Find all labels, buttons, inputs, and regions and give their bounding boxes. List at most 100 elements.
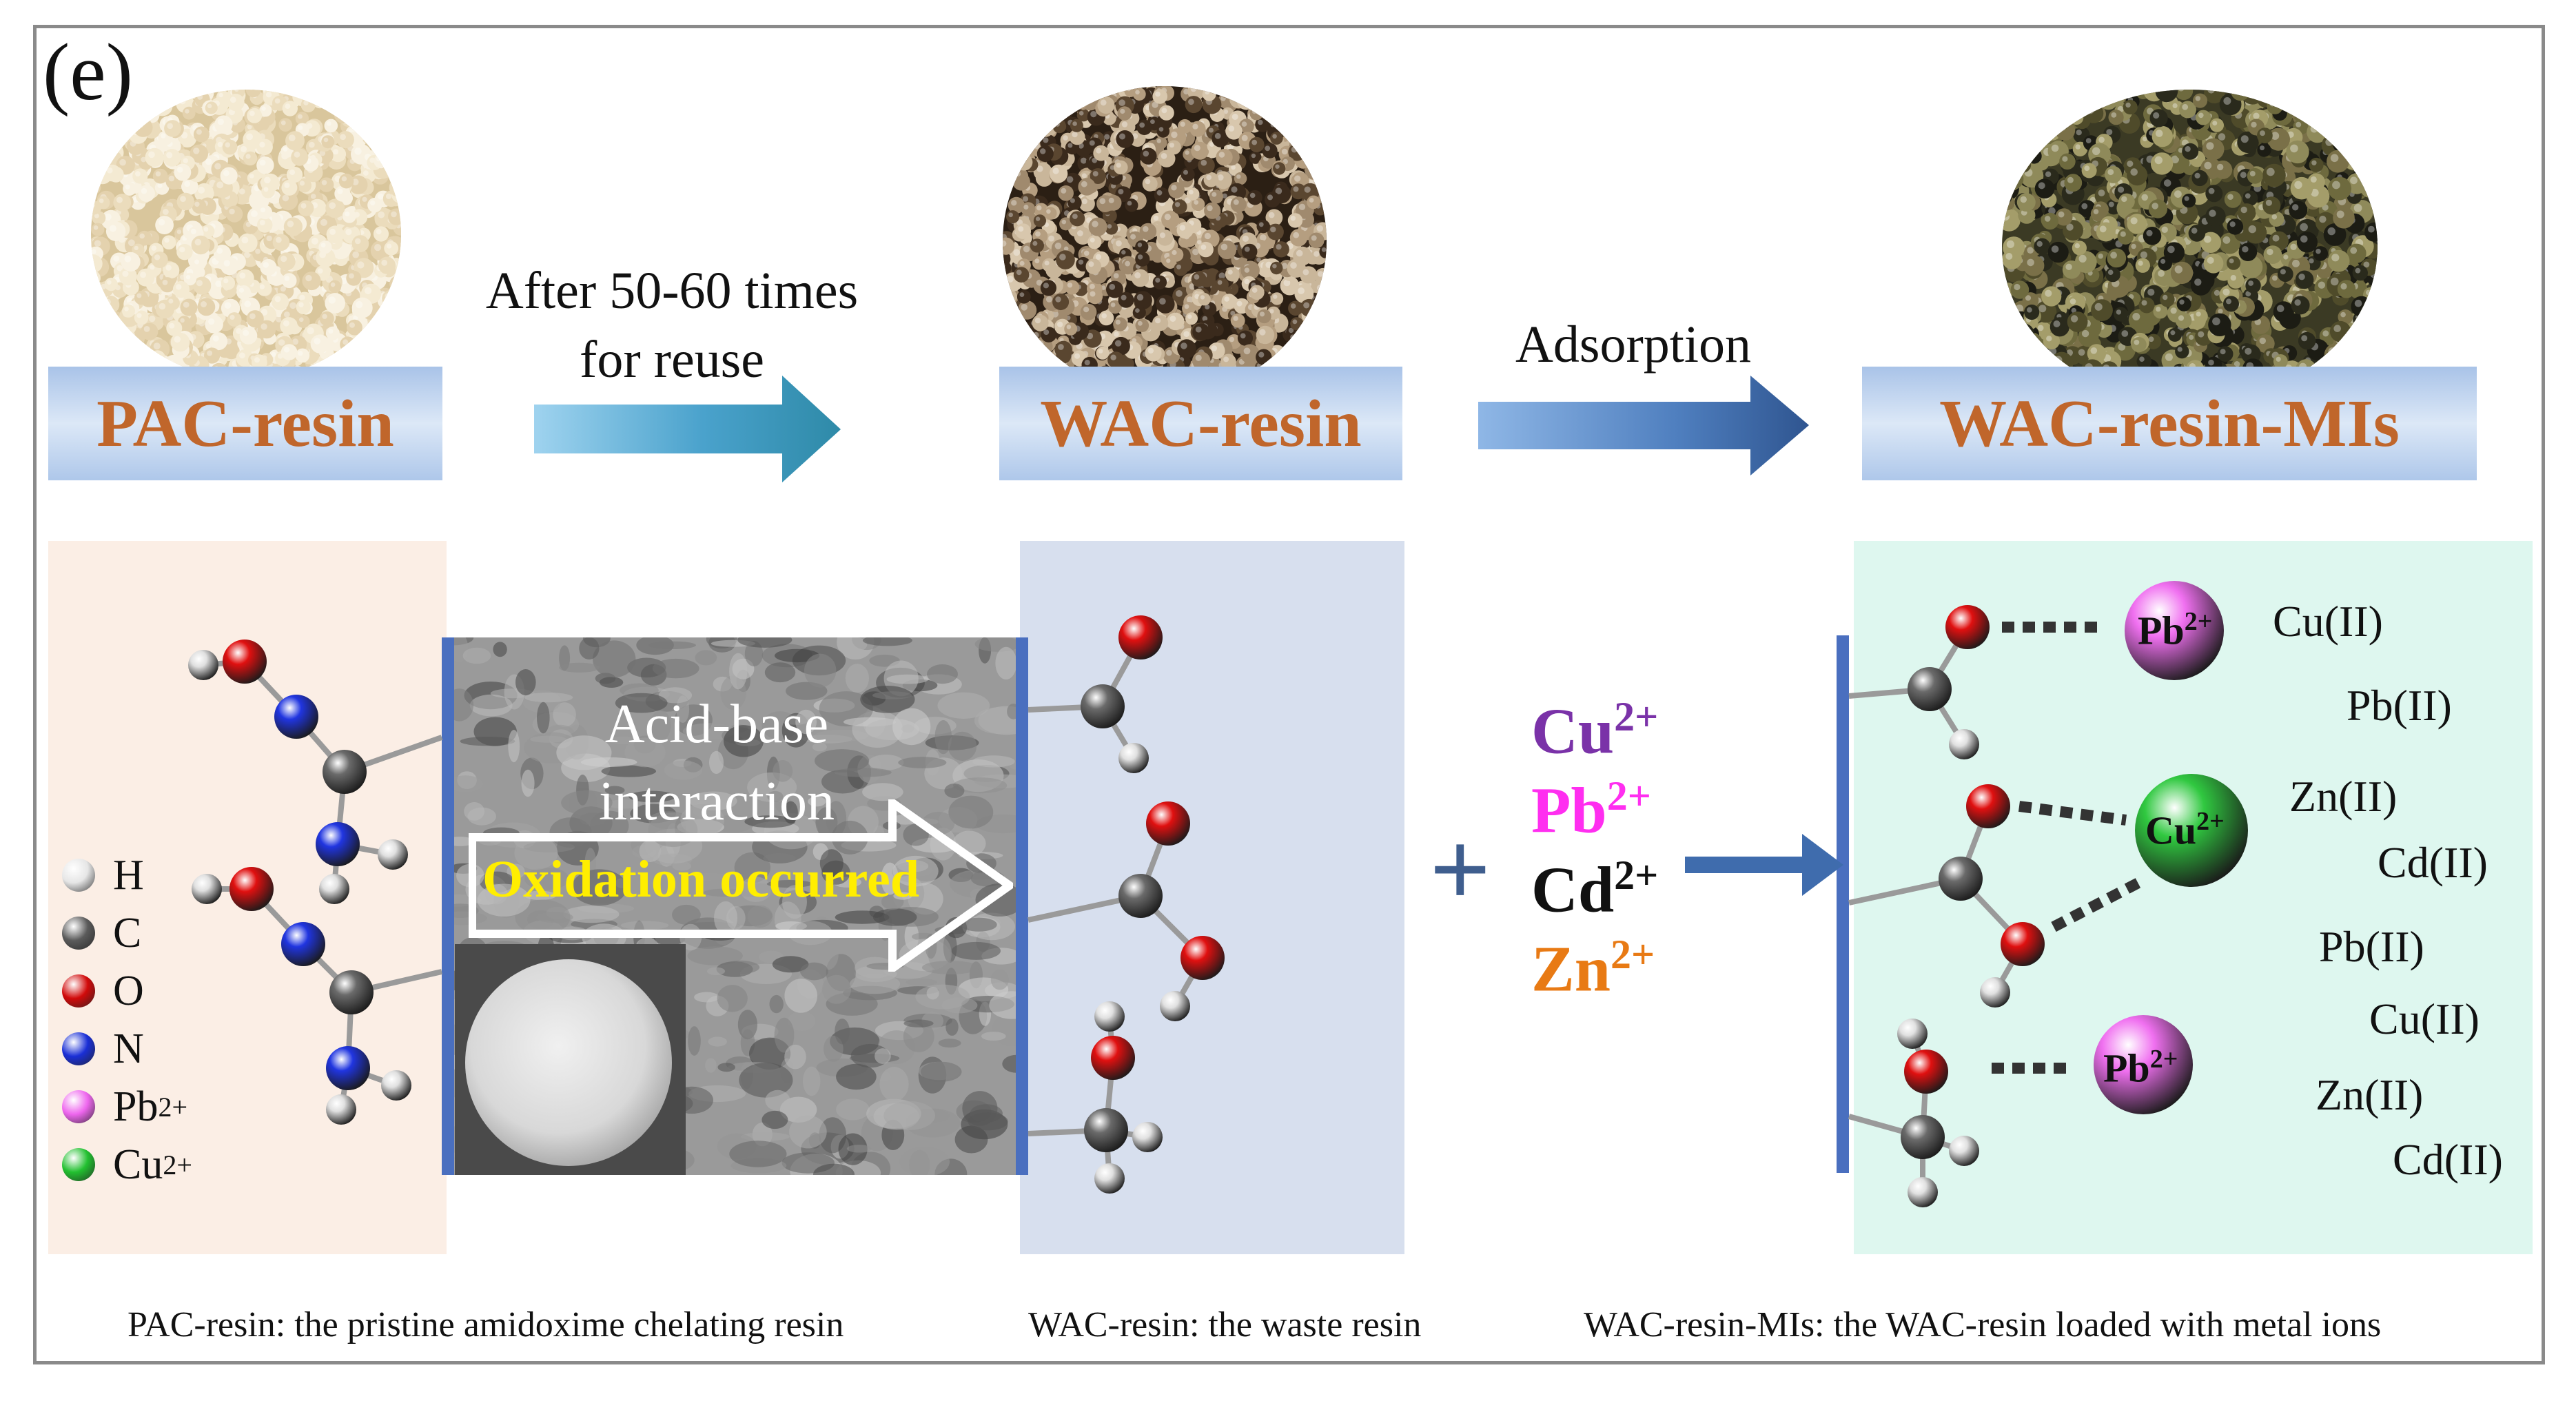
legend-symbol: Cu — [113, 1141, 163, 1188]
oxygen-atom — [1904, 1050, 1948, 1094]
hydrogen-atom — [1094, 1163, 1125, 1194]
metal-ion-charge: 2+ — [1614, 852, 1659, 898]
metal-ion: Pb2+ — [1531, 775, 1651, 843]
bound-ion-charge: 2+ — [2196, 807, 2225, 836]
atom-dot-icon — [62, 974, 95, 1008]
hydrogen-atom — [1094, 1001, 1125, 1032]
legend-symbol: Pb — [113, 1083, 159, 1130]
hydrogen-atom — [1897, 1019, 1928, 1049]
atom-dot-icon — [62, 1032, 95, 1065]
hydrogen-atom — [1949, 729, 1979, 759]
wac-resin-mi-label-bar: WAC-resin-MIs — [1862, 367, 2477, 480]
atom-dot-icon — [62, 1148, 95, 1181]
adsorption-arrow — [1478, 376, 1809, 475]
pac-wall — [442, 637, 454, 1175]
legend-item: N — [62, 1020, 192, 1078]
acid-base-line2: interaction — [598, 771, 835, 832]
hydrogen-atom — [1160, 991, 1190, 1021]
atom-dot-icon — [62, 1090, 95, 1123]
wac-resin-label: WAC-resin — [1040, 386, 1362, 461]
nitrogen-atom — [281, 922, 325, 966]
oxidation-state-label: Zn(II) — [2316, 1070, 2424, 1119]
wac-caption: WAC-resin: the waste resin — [1028, 1305, 1422, 1344]
mi-wall — [1837, 635, 1849, 1173]
lead-ion-sphere — [2094, 1015, 2193, 1114]
carbon-atom — [1081, 684, 1125, 728]
hydrogen-atom — [319, 874, 349, 904]
loading-arrow — [1685, 834, 1843, 896]
legend-symbol: C — [113, 909, 142, 957]
carbon-atom — [329, 970, 374, 1014]
oxygen-atom — [229, 867, 274, 911]
pac-resin-label: PAC-resin — [96, 386, 394, 461]
bound-ion-label: Pb2+ — [2103, 1044, 2178, 1091]
sem-sphere-inset — [455, 944, 686, 1175]
oxygen-atom — [223, 640, 267, 684]
hydrogen-atom — [188, 650, 218, 680]
metal-ion-charge: 2+ — [1606, 773, 1651, 819]
oxygen-atom — [1146, 801, 1190, 846]
carbon-atom — [1908, 667, 1952, 711]
legend-symbol: O — [113, 967, 144, 1014]
wac-wall — [1016, 637, 1028, 1175]
carbon-atom — [1118, 874, 1163, 918]
oxygen-atom — [2001, 922, 2045, 966]
legend-item: C — [62, 904, 192, 962]
hydrogen-atom — [1132, 1122, 1163, 1152]
panel-tag: (e) — [43, 27, 133, 117]
bound-ion-label: Pb2+ — [2138, 606, 2212, 653]
lead-ion-sphere — [2125, 581, 2224, 680]
legend-charge: 2+ — [158, 1091, 188, 1123]
oxidation-state-label: Cd(II) — [2378, 838, 2488, 887]
bound-ion-label: Cu2+ — [2145, 806, 2225, 853]
oxygen-atom — [1945, 605, 1990, 649]
metal-ion-charge: 2+ — [1610, 932, 1655, 977]
oxygen-atom — [1180, 936, 1225, 980]
oxygen-atom — [1966, 784, 2010, 828]
oxygen-atom — [1091, 1036, 1135, 1080]
carbon-atom — [1939, 857, 1983, 901]
carbon-atom — [323, 750, 367, 794]
oxidation-label: Oxidation occurred — [482, 850, 920, 908]
bound-ion-charge: 2+ — [2184, 607, 2213, 636]
metal-ion: Zn2+ — [1531, 934, 1655, 1001]
legend-symbol: N — [113, 1025, 144, 1072]
legend-item: H — [62, 846, 192, 904]
hydrogen-atom — [1980, 977, 2010, 1008]
metal-ion-symbol: Zn — [1531, 933, 1611, 1005]
oxidation-state-label: Cd(II) — [2393, 1135, 2503, 1184]
wac-resin-label-bar: WAC-resin — [999, 367, 1402, 480]
hydrogen-atom — [381, 1070, 411, 1101]
nitrogen-atom — [316, 822, 360, 866]
oxidation-state-label: Pb(II) — [2319, 922, 2424, 971]
metal-ion: Cd2+ — [1531, 855, 1658, 922]
oxidation-state-label: Zn(II) — [2289, 772, 2398, 821]
reuse-arrow-label: After 50-60 times for reuse — [448, 256, 896, 395]
oxidation-state-label: Pb(II) — [2347, 681, 2452, 730]
metal-ion-symbol: Cd — [1531, 854, 1615, 926]
reuse-arrow-line1: After 50-60 times — [485, 262, 859, 320]
legend-item: O — [62, 962, 192, 1020]
nitrogen-atom — [274, 695, 318, 739]
wac-resin-panel — [1020, 541, 1404, 1254]
hydrogen-atom — [1908, 1177, 1938, 1207]
hydrogen-atom — [1949, 1136, 1979, 1166]
metal-ion-charge: 2+ — [1614, 694, 1659, 739]
hydrogen-atom — [1118, 743, 1149, 773]
metal-ion: Cu2+ — [1531, 696, 1658, 764]
bound-ion-symbol: Pb — [2103, 1045, 2150, 1091]
atom-dot-icon — [62, 917, 95, 950]
oxidation-state-label: Cu(II) — [2273, 597, 2383, 646]
plus-sign: + — [1430, 810, 1491, 926]
oxidation-arrow — [469, 799, 1013, 972]
reuse-arrow-line2: for reuse — [580, 331, 764, 389]
bound-ion-charge: 2+ — [2149, 1045, 2178, 1074]
oxygen-atom — [1118, 615, 1163, 659]
bound-ion-symbol: Cu — [2145, 808, 2197, 853]
legend-charge: 2+ — [163, 1149, 192, 1180]
metal-ion-symbol: Pb — [1531, 775, 1607, 847]
oxidation-state-label: Cu(II) — [2369, 994, 2480, 1043]
